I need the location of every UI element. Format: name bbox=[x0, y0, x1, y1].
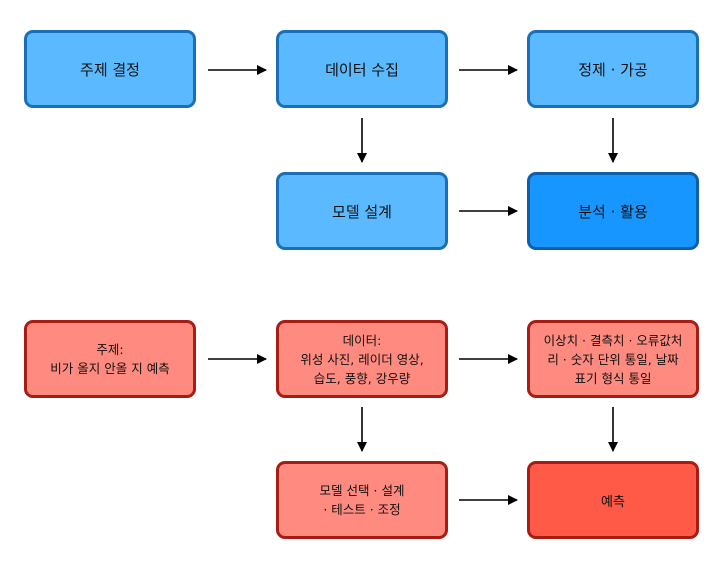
node-model: 모델 설계 bbox=[276, 172, 448, 250]
node-analyze: 분석 · 활용 bbox=[527, 172, 699, 250]
node-bottom-model: 모델 선택 · 설계 · 테스트 · 조정 bbox=[276, 461, 448, 539]
node-bottom-predict-label: 예측 bbox=[601, 494, 625, 510]
node-bottom-data-label: 데이터: 위성 사진, 레이더 영상, 습도, 풍향, 강우량 bbox=[300, 332, 424, 386]
node-bottom-topic: 주제: 비가 올지 안올 지 예측 bbox=[24, 320, 196, 398]
node-collect: 데이터 수집 bbox=[276, 30, 448, 108]
node-bottom-clean: 이상치 · 결측치 · 오류값처 리 · 숫자 단위 통일, 날짜 표기 형식 … bbox=[527, 320, 699, 398]
node-collect-label: 데이터 수집 bbox=[325, 60, 399, 79]
node-model-label: 모델 설계 bbox=[332, 202, 392, 221]
node-topic: 주제 결정 bbox=[24, 30, 196, 108]
node-clean-label: 정제 · 가공 bbox=[578, 60, 648, 79]
node-bottom-predict: 예측 bbox=[527, 461, 699, 539]
node-bottom-model-label: 모델 선택 · 설계 · 테스트 · 조정 bbox=[319, 483, 405, 517]
node-analyze-label: 분석 · 활용 bbox=[578, 202, 648, 221]
node-bottom-clean-label: 이상치 · 결측치 · 오류값처 리 · 숫자 단위 통일, 날짜 표기 형식 … bbox=[543, 332, 683, 386]
node-topic-label: 주제 결정 bbox=[80, 60, 140, 79]
node-bottom-data: 데이터: 위성 사진, 레이더 영상, 습도, 풍향, 강우량 bbox=[276, 320, 448, 398]
node-clean: 정제 · 가공 bbox=[527, 30, 699, 108]
node-bottom-topic-label: 주제: 비가 올지 안올 지 예측 bbox=[50, 342, 170, 376]
